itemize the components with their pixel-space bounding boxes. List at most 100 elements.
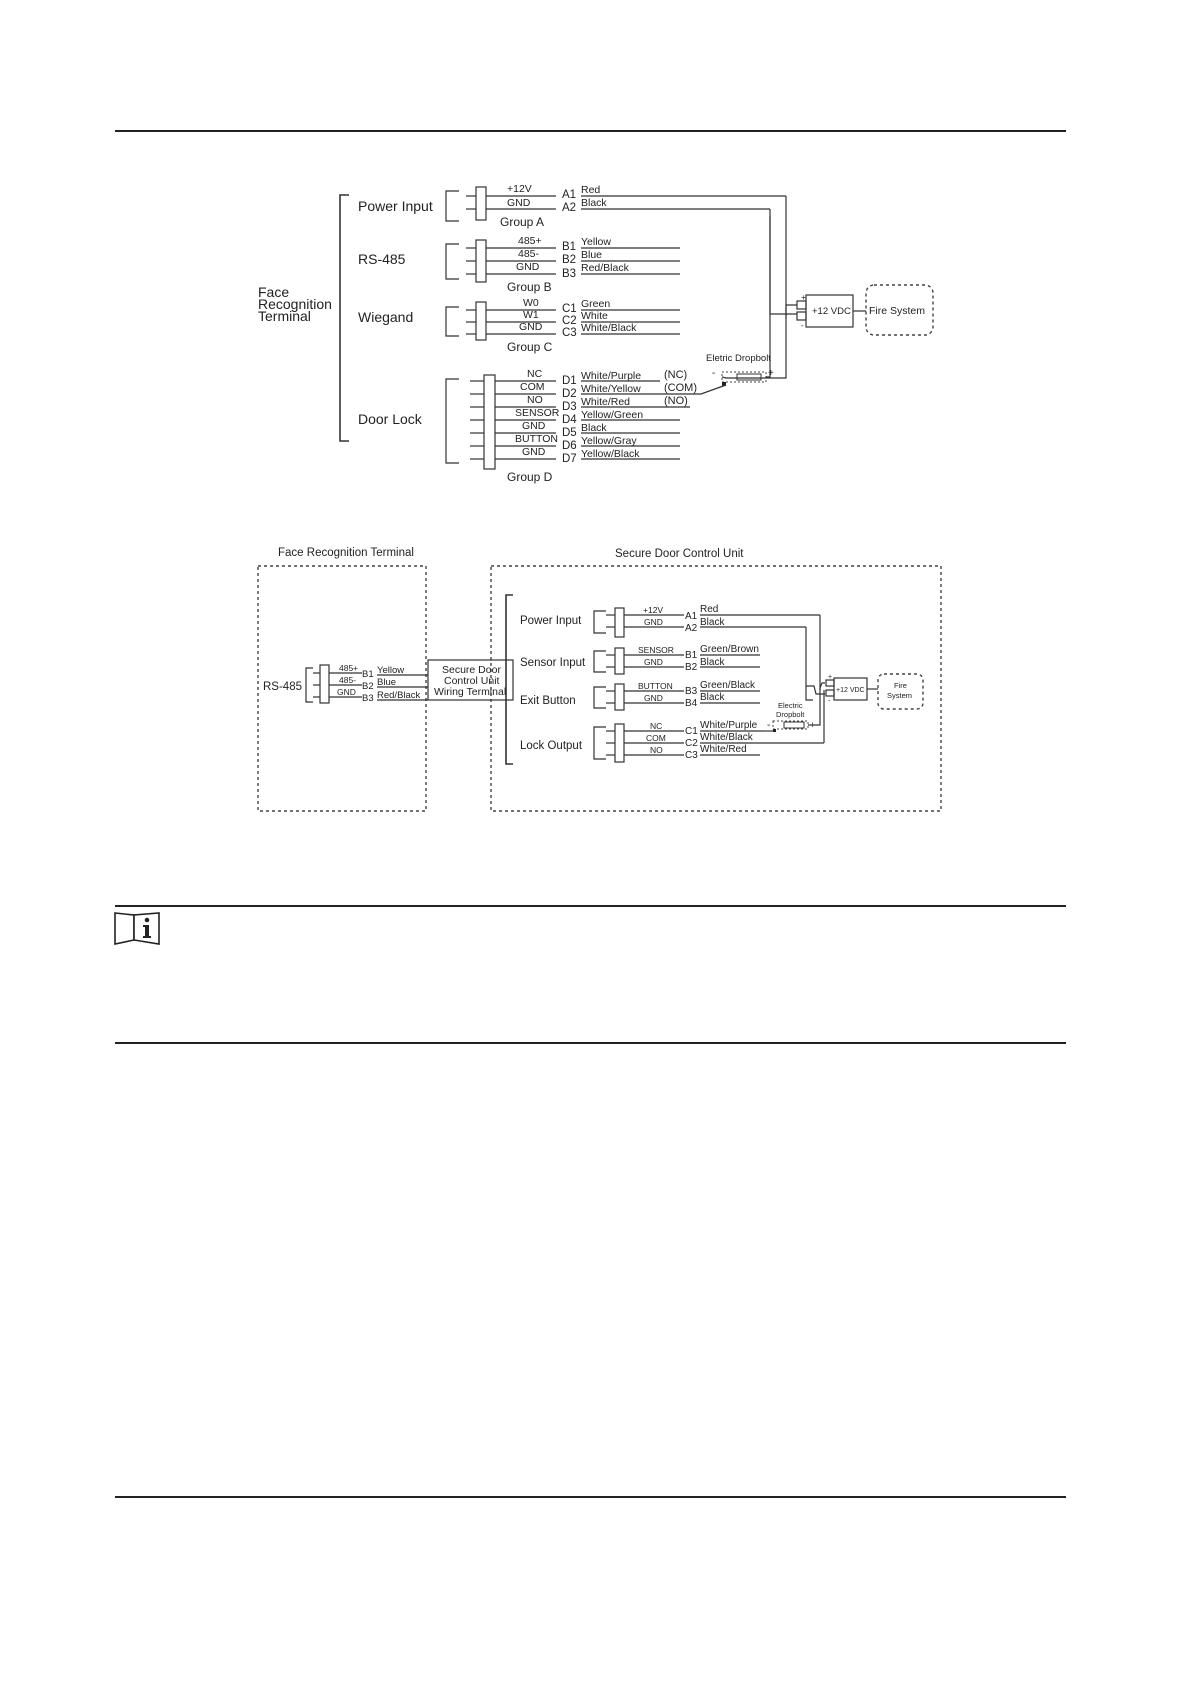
d2-rs-b1-id: B1 <box>362 669 374 680</box>
secure-door-control-diagram: Face Recognition Terminal Secure Door Co… <box>257 547 942 812</box>
d1-pin-d3-signal: NO <box>527 394 543 406</box>
d1-fire-label: Fire System <box>869 305 925 317</box>
d1-pin-d5-color: Black <box>581 422 607 434</box>
d1-section-power: Power Input <box>358 198 433 214</box>
d1-connector-a <box>475 186 487 221</box>
d2-fire-label-2: System <box>887 691 912 700</box>
d1-pin-b2-id: B2 <box>562 254 576 266</box>
d1-device-label-3: Terminal <box>258 308 311 324</box>
d2-unit-brace <box>505 594 513 765</box>
d1-dropbolt-label: Eletric Dropbolt <box>706 353 771 364</box>
d2-rs485-connector <box>319 664 330 704</box>
d2-section-exit: Exit Button <box>520 695 576 707</box>
d1-pin-d4-id: D4 <box>562 414 577 426</box>
d1-pin-b1-id: B1 <box>562 241 576 253</box>
d2-lock-c1-signal: NC <box>650 721 662 731</box>
d2-sensor-b2-id: B2 <box>685 662 698 673</box>
d2-rs-b2-signal: 485- <box>339 675 356 685</box>
d1-lock-tag-com: (COM) <box>664 382 697 394</box>
d1-pin-d6-id: D6 <box>562 440 577 452</box>
d2-unit-title: Secure Door Control Unit <box>615 548 744 560</box>
d2-connector-sensor <box>614 647 625 675</box>
d1-connector-c <box>475 301 487 341</box>
d2-connector-exit <box>614 683 625 711</box>
d1-dropbolt-minus: - <box>712 368 715 379</box>
d1-pin-c3-id: C3 <box>562 327 577 339</box>
d1-pin-b1-signal: 485+ <box>518 235 542 247</box>
d1-pin-b2-signal: 485- <box>518 248 540 260</box>
d2-power-a2-id: A2 <box>685 623 698 634</box>
d1-pin-a2-id: A2 <box>562 202 576 214</box>
d1-pin-b3-color: Red/Black <box>581 262 630 274</box>
d2-lock-c2-color: White/Black <box>700 732 754 743</box>
d2-terminal-box <box>257 565 427 812</box>
d2-exit-b4-id: B4 <box>685 698 698 709</box>
d2-lock-c3-signal: NO <box>650 745 663 755</box>
d2-power-a1-signal: +12V <box>643 605 663 615</box>
d1-section-rs485: RS-485 <box>358 251 406 267</box>
d2-section-sensor: Sensor Input <box>520 657 586 669</box>
d2-rs-b3-id: B3 <box>362 693 374 704</box>
d1-pin-a1-color: Red <box>581 184 600 196</box>
d1-pin-d2-color: White/Yellow <box>581 383 641 395</box>
d2-rs-b3-color: Red/Black <box>377 690 421 701</box>
d1-pin-d3-id: D3 <box>562 401 577 413</box>
d1-pin-d7-signal: GND <box>522 446 546 458</box>
d2-lock-c1-id: C1 <box>685 726 698 737</box>
d1-pin-c1-color: Green <box>581 298 610 310</box>
d1-pin-a1-id: A1 <box>562 189 576 201</box>
d2-section-lock: Lock Output <box>520 740 583 752</box>
d2-connector-power <box>614 607 625 638</box>
d2-psu-plus: + <box>828 674 832 681</box>
d2-sensor-b2-signal: GND <box>644 657 663 667</box>
d2-dropbolt-label-1: Electric <box>778 701 803 710</box>
d2-exit-b3-signal: BUTTON <box>638 681 673 691</box>
d2-rs485-label: RS-485 <box>263 681 302 693</box>
d1-pin-c2-signal: W1 <box>523 309 539 321</box>
d2-lock-c1-color: White/Purple <box>700 720 758 731</box>
d2-dropbolt-minus: - <box>767 720 770 731</box>
d2-terminal-title: Face Recognition Terminal <box>278 547 414 559</box>
d2-dropbolt-label-2: Dropbolt <box>776 710 805 719</box>
d1-fire-system <box>865 284 934 336</box>
d1-pin-c3-signal: GND <box>519 321 543 333</box>
d2-unit-box <box>490 565 942 812</box>
d1-pin-d4-color: Yellow/Green <box>581 409 643 421</box>
d1-pin-a1-signal: +12V <box>507 183 532 195</box>
d1-dropbolt-plus: + <box>768 368 774 379</box>
note-icon <box>114 912 160 945</box>
d1-device-brace <box>339 194 349 442</box>
d2-wiring-terminal-2: Control Unit <box>444 675 500 687</box>
d1-group-a: Group A <box>500 215 544 229</box>
d2-fire-system <box>877 673 924 710</box>
d1-pin-c3-color: White/Black <box>581 322 637 334</box>
d2-lock-c3-color: White/Red <box>700 744 747 755</box>
d1-lock-tag-no: (NO) <box>664 395 688 407</box>
d1-pin-d2-signal: COM <box>520 381 545 393</box>
d1-pin-c2-color: White <box>581 310 608 322</box>
d1-pin-d5-id: D5 <box>562 427 577 439</box>
d2-fire-label-1: Fire <box>894 681 907 690</box>
d1-pin-c1-id: C1 <box>562 303 577 315</box>
d2-wiring-terminal-3: Wiring Terminal <box>434 686 506 698</box>
d1-pin-d6-color: Yellow/Gray <box>581 435 637 447</box>
d1-group-c: Group C <box>507 340 553 354</box>
d1-pin-d7-color: Yellow/Black <box>581 448 640 460</box>
d1-pin-c1-signal: W0 <box>523 297 539 309</box>
d2-power-a2-color: Black <box>700 617 725 628</box>
d2-exit-b4-color: Black <box>700 692 725 703</box>
d1-pin-d5-signal: GND <box>522 420 546 432</box>
d1-connector-b <box>475 239 487 283</box>
d1-lock-tag-nc: (NC) <box>664 369 687 381</box>
d2-lock-c2-id: C2 <box>685 738 698 749</box>
d2-lock-c3-id: C3 <box>685 750 698 761</box>
d2-rs-b2-id: B2 <box>362 681 374 692</box>
d2-rs-b3-signal: GND <box>337 687 356 697</box>
d1-device-label-1: Face <box>258 284 289 300</box>
d2-rs-b2-color: Blue <box>377 677 396 688</box>
d2-sensor-b1-id: B1 <box>685 650 698 661</box>
d1-pin-a2-color: Black <box>581 197 607 209</box>
d1-section-doorlock: Door Lock <box>358 411 423 427</box>
d2-power-a1-color: Red <box>700 604 718 615</box>
d1-device-label-2: Recognition <box>258 296 332 312</box>
